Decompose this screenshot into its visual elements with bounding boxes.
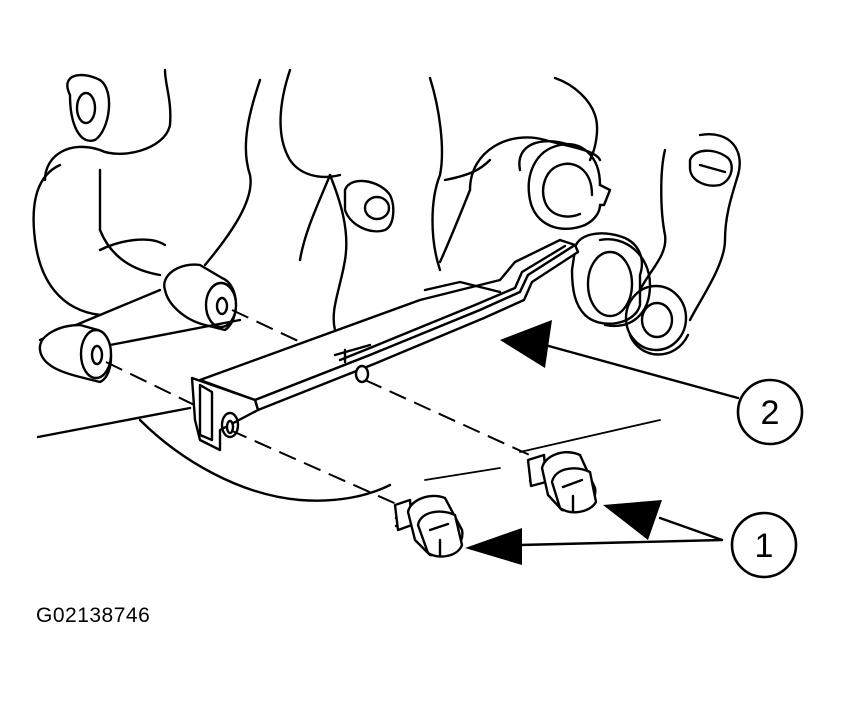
shift-linkage bbox=[438, 133, 741, 356]
callout-2: 2 bbox=[736, 378, 804, 446]
arrow-head-bolt-upper bbox=[603, 500, 662, 540]
arrow-head-bolt-lower bbox=[465, 528, 522, 565]
arrow-head-bracket bbox=[500, 320, 552, 368]
figure-id-label: G02138746 bbox=[36, 604, 151, 627]
callout-arrows bbox=[465, 320, 740, 565]
callout-1-label: 1 bbox=[755, 527, 774, 565]
mounting-bosses bbox=[38, 263, 242, 384]
engine-block-outline bbox=[32, 68, 661, 502]
callout-1: 1 bbox=[730, 511, 798, 579]
bolt-upper bbox=[526, 451, 598, 514]
bolt-lower bbox=[393, 494, 464, 558]
bracket-part-2 bbox=[190, 238, 580, 452]
callout-2-label: 2 bbox=[761, 394, 780, 432]
